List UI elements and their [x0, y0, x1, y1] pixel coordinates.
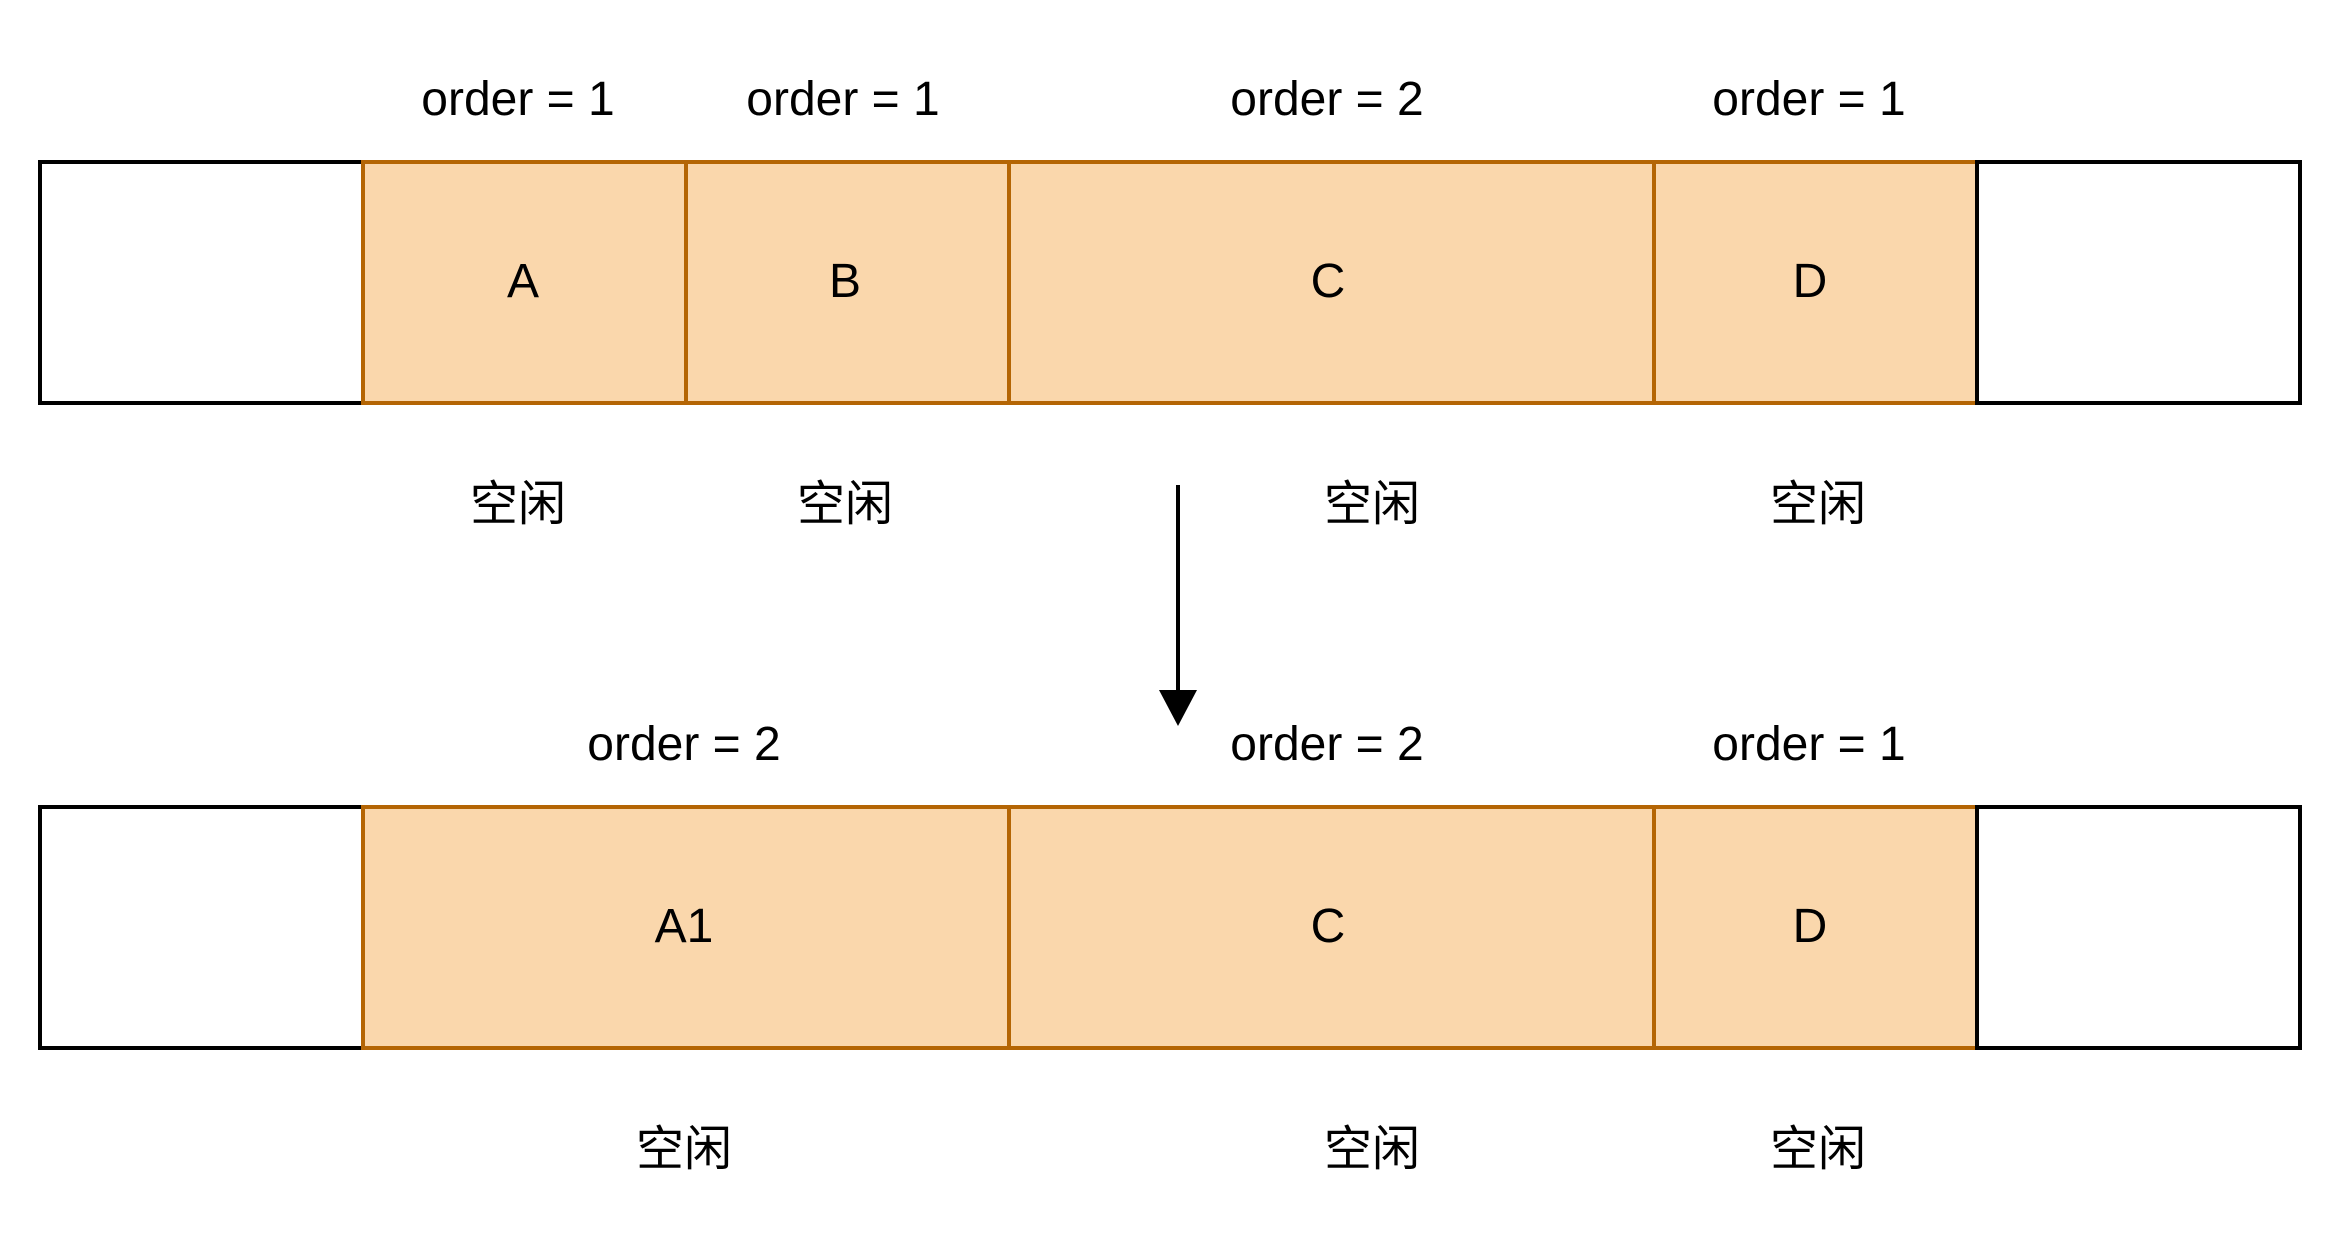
before-block-c-order: order = 2: [1230, 73, 1423, 126]
before-block-c-cell: [1007, 160, 1656, 405]
after-block-a1-status: 空闲: [636, 1121, 732, 1177]
before-row: order = 1 order = 1 order = 2 order = 1 …: [38, 73, 2302, 532]
before-block-d-order: order = 1: [1712, 73, 1905, 126]
before-block-d-status: 空闲: [1770, 476, 1866, 532]
before-right-empty-cell: [1975, 160, 2302, 405]
after-row: order = 2 order = 2 order = 1 A1 C D 空闲 …: [38, 718, 2302, 1177]
after-block-d-order: order = 1: [1712, 718, 1905, 771]
after-block-c-status: 空闲: [1324, 1121, 1420, 1177]
after-right-empty-cell: [1975, 805, 2302, 1050]
before-block-a-order: order = 1: [421, 73, 614, 126]
before-block-b-label: B: [829, 255, 861, 308]
before-block-c-label: C: [1311, 255, 1346, 308]
after-block-d-status: 空闲: [1770, 1121, 1866, 1177]
after-block-c-label: C: [1311, 900, 1346, 953]
before-block-c-status: 空闲: [1324, 476, 1420, 532]
transition-arrow: [1159, 485, 1197, 726]
before-block-b-order: order = 1: [746, 73, 939, 126]
before-left-empty-cell: [38, 160, 365, 405]
after-block-a1-label: A1: [655, 900, 714, 953]
after-left-empty-cell: [38, 805, 365, 1050]
before-block-a-label: A: [507, 255, 539, 308]
after-block-c-cell: [1007, 805, 1656, 1050]
before-block-b-status: 空闲: [797, 476, 893, 532]
arrow-head-icon: [1159, 690, 1197, 726]
before-block-a-cell: [361, 160, 688, 405]
before-block-d-label: D: [1793, 255, 1828, 308]
after-block-a1-order: order = 2: [587, 718, 780, 771]
before-block-b-cell: [684, 160, 1011, 405]
after-block-c-order: order = 2: [1230, 718, 1423, 771]
after-block-d-label: D: [1793, 900, 1828, 953]
before-block-a-status: 空闲: [470, 476, 566, 532]
before-block-d-cell: [1652, 160, 1979, 405]
